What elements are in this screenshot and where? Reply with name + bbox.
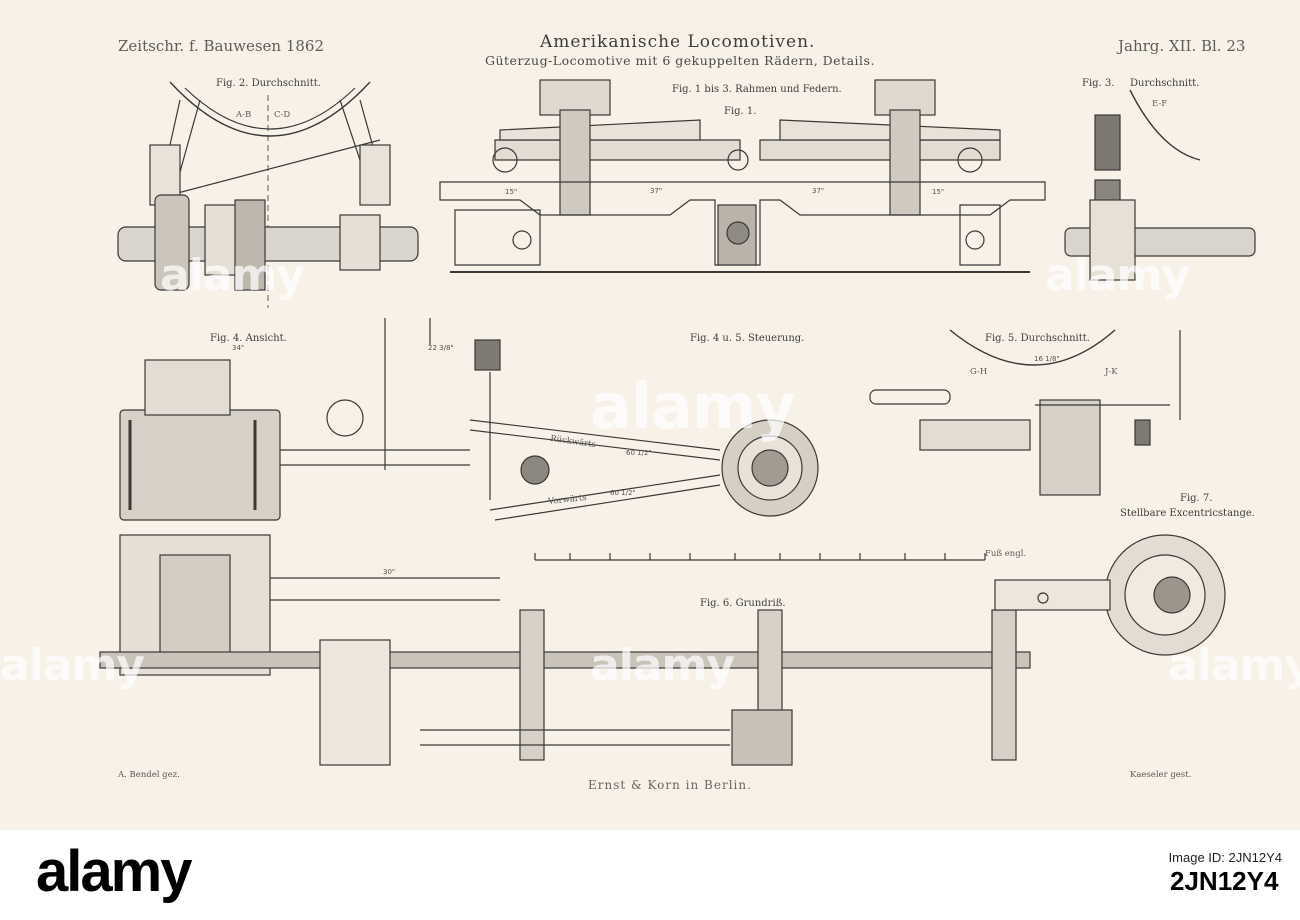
watermark: alamy <box>590 370 796 443</box>
caption-fig1: Fig. 1. <box>724 106 757 117</box>
signature-right: Kaeseler gest. <box>1130 770 1192 780</box>
scale-bar-drawing <box>534 553 986 561</box>
caption-fig7: Fig. 7. <box>1180 493 1213 504</box>
engineering-drawings <box>99 79 1256 766</box>
plate-subtitle: Güterzug-Locomotive mit 6 gekuppelten Rä… <box>485 53 875 68</box>
watermark: alamy <box>160 250 305 301</box>
caption-fig3: Fig. 3. <box>1082 78 1115 89</box>
watermark: alamy <box>590 640 735 691</box>
caption-fig4-5: Fig. 4 u. 5. Steuerung. <box>690 333 805 344</box>
fig7-drawing <box>994 534 1226 656</box>
alamy-logo: alamy <box>36 839 192 904</box>
fig2-drawing <box>117 81 419 308</box>
section-label-cd: C-D <box>274 110 291 120</box>
plate-title: Amerikanische Locomotiven. <box>540 32 816 52</box>
fig1-drawing <box>439 79 1046 273</box>
dimension-label: 37" <box>812 187 825 195</box>
stock-footer <box>0 830 1300 920</box>
image-id-label: Image ID: 2JN12Y4 <box>1168 850 1282 865</box>
fig5-drawing <box>869 329 1181 496</box>
dimension-label: 22 3/8" <box>428 344 454 352</box>
dimension-label: 60 1/2" <box>626 449 652 457</box>
section-label-gh: G-H <box>970 367 988 377</box>
caption-fig1-3: Fig. 1 bis 3. Rahmen und Federn. <box>672 84 842 95</box>
fig4-drawing <box>119 318 819 521</box>
watermark: alamy <box>0 640 145 691</box>
caption-fig5: Fig. 5. Durchschnitt. <box>985 333 1090 344</box>
dimension-label: 15" <box>932 188 945 196</box>
signature-left: A. Bendel gez. <box>118 770 180 780</box>
dimension-label: 34" <box>232 344 245 352</box>
fig6-drawing <box>99 534 1031 766</box>
caption-fig7-detail: Stellbare Excentricstange. <box>1120 508 1255 519</box>
dimension-label: 37" <box>650 187 663 195</box>
dimension-label: 16 1/8" <box>1034 355 1060 363</box>
section-label-jk: J-K <box>1105 367 1118 377</box>
watermark: alamy <box>1045 250 1190 301</box>
watermark: alamy <box>1168 640 1300 691</box>
image-id-value: 2JN12Y4 <box>1170 866 1279 896</box>
caption-fig2: Fig. 2. Durchschnitt. <box>216 78 321 89</box>
caption-fig6: Fig. 6. Grundriß. <box>700 598 786 609</box>
header-left: Zeitschr. f. Bauwesen 1862 <box>118 37 325 55</box>
scale-label: Fuß engl. <box>985 549 1027 559</box>
caption-fig3-section: Durchschnitt. <box>1130 78 1200 89</box>
header-right: Jahrg. XII. Bl. 23 <box>1118 37 1246 55</box>
dimension-label: 30" <box>383 568 396 576</box>
section-label-ef: E-F <box>1152 99 1168 109</box>
fig3-drawing <box>1064 89 1256 281</box>
dimension-label: 60 1/2" <box>610 489 636 497</box>
dimension-label: 15" <box>505 188 518 196</box>
caption-fig4: Fig. 4. Ansicht. <box>210 333 287 344</box>
section-label-ab: A-B <box>236 110 252 120</box>
publisher-imprint: Ernst & Korn in Berlin. <box>588 778 752 792</box>
